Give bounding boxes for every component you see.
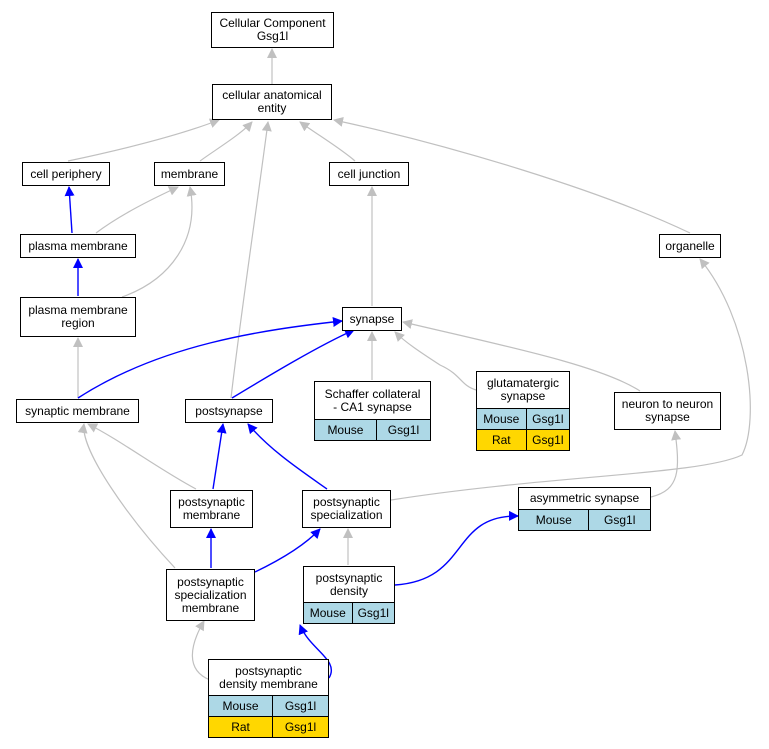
- gene-cell: Gsg1l: [272, 695, 328, 717]
- node-label: Cellular Component Gsg1l: [219, 16, 326, 43]
- node-asymmetric-synapse[interactable]: asymmetric synapse Mouse Gsg1l: [518, 487, 651, 531]
- node-postsynaptic-specialization[interactable]: postsynaptic specialization: [302, 490, 391, 528]
- node-label: plasma membrane region: [28, 303, 128, 330]
- species-row: Rat Gsg1l: [477, 429, 569, 450]
- edge-plasma-membrane-to-membrane: [95, 186, 179, 234]
- node-label: cellular anatomical entity: [222, 88, 322, 115]
- edge-asymmetric-synapse-to-neuron-to-neuron-synapse: [650, 430, 682, 498]
- node-label: postsynaptic membrane: [178, 495, 245, 522]
- node-cell-junction[interactable]: cell junction: [329, 162, 409, 186]
- node-postsynaptic-specialization-membrane[interactable]: postsynaptic specialization membrane: [166, 569, 255, 621]
- gene-cell: Gsg1l: [525, 408, 569, 430]
- gene-cell: Gsg1l: [351, 602, 394, 623]
- species-table: Mouse Gsg1l: [304, 602, 394, 623]
- node-plasma-membrane[interactable]: plasma membrane: [20, 234, 136, 258]
- node-postsynaptic-membrane[interactable]: postsynaptic membrane: [170, 490, 253, 528]
- edge-plasma-membrane-to-cell-periphery: [64, 186, 75, 234]
- species-row: Mouse Gsg1l: [304, 602, 394, 623]
- species-cell: Mouse: [477, 408, 527, 430]
- node-label: glutamatergic synapse: [486, 376, 560, 403]
- edge-glutamatergic-synapse-to-synapse: [394, 331, 477, 391]
- node-label: postsynaptic specialization: [310, 495, 383, 522]
- node-membrane[interactable]: membrane: [154, 162, 225, 186]
- node-postsynaptic-density-membrane[interactable]: postsynaptic density membrane Mouse Gsg1…: [208, 659, 329, 738]
- edge-cell-periphery-to-cellular-anatomical-entity: [67, 118, 220, 162]
- edge-postsynapse-to-cellular-anatomical-entity: [230, 121, 272, 399]
- node-synaptic-membrane[interactable]: synaptic membrane: [16, 399, 139, 423]
- edge-postsynapse-to-synapse: [231, 329, 355, 399]
- node-label: postsynaptic density: [315, 570, 383, 598]
- node-label: neuron to neuron synapse: [621, 397, 714, 424]
- species-cell: Rat: [477, 429, 527, 450]
- species-row: Rat Gsg1l: [209, 716, 328, 737]
- edge-synaptic-membrane-to-synapse: [77, 317, 343, 399]
- species-table: Mouse Gsg1l Rat Gsg1l: [477, 408, 569, 450]
- node-glutamatergic-synapse[interactable]: glutamatergic synapse Mouse Gsg1l Rat Gs…: [476, 371, 570, 451]
- node-cellular-anatomical-entity[interactable]: cellular anatomical entity: [212, 84, 332, 120]
- species-row: Mouse Gsg1l: [477, 408, 569, 430]
- node-label: membrane: [160, 166, 219, 181]
- node-label: cell periphery: [30, 166, 102, 181]
- species-cell: Mouse: [519, 509, 590, 530]
- edge-neuron-to-neuron-synapse-to-synapse: [402, 319, 641, 392]
- edge-postsynaptic-specialization-to-organelle: [390, 258, 751, 501]
- species-table: Mouse Gsg1l: [315, 419, 430, 440]
- species-cell: Rat: [209, 716, 274, 737]
- node-organelle[interactable]: organelle: [659, 234, 721, 258]
- species-table: Mouse Gsg1l Rat Gsg1l: [209, 695, 328, 737]
- node-cellular-component-gsg1l[interactable]: Cellular Component Gsg1l: [211, 12, 334, 48]
- edge-postsynaptic-specialization-to-postsynapse: [247, 423, 328, 490]
- species-row: Mouse Gsg1l: [519, 509, 650, 530]
- edge-postsynaptic-membrane-to-postsynapse: [212, 423, 227, 490]
- node-label: postsynaptic specialization membrane: [174, 574, 247, 615]
- edge-postsynaptic-membrane-to-synaptic-membrane: [87, 423, 197, 490]
- node-label: synapse: [349, 311, 395, 326]
- edge-organelle-to-cellular-anatomical-entity: [333, 117, 691, 234]
- gene-cell: Gsg1l: [272, 716, 328, 737]
- node-cell-periphery[interactable]: cell periphery: [22, 162, 110, 186]
- node-label: postsynapse: [195, 403, 263, 418]
- node-label: asymmetric synapse: [529, 491, 640, 505]
- edge-membrane-to-cellular-anatomical-entity: [199, 121, 253, 162]
- edge-postsynaptic-specialization-membrane-to-synaptic-membrane: [77, 423, 176, 569]
- edge-postsynaptic-density-membrane-to-postsynaptic-density: [298, 624, 332, 679]
- species-cell: Mouse: [315, 419, 377, 440]
- edge-cell-junction-to-cellular-anatomical-entity: [299, 121, 356, 162]
- edge-postsynaptic-specialization-membrane-to-postsynaptic-specialization: [254, 528, 321, 573]
- species-row: Mouse Gsg1l: [315, 419, 430, 440]
- gene-cell: Gsg1l: [588, 509, 650, 530]
- node-neuron-to-neuron-synapse[interactable]: neuron to neuron synapse: [614, 392, 721, 430]
- node-label: synaptic membrane: [25, 403, 130, 418]
- gene-cell: Gsg1l: [525, 429, 569, 450]
- node-label: Schaffer collateral - CA1 synapse: [324, 386, 421, 414]
- species-row: Mouse Gsg1l: [209, 695, 328, 717]
- species-cell: Mouse: [304, 602, 353, 623]
- edge-postsynaptic-density-to-asymmetric-synapse: [394, 510, 519, 586]
- species-table: Mouse Gsg1l: [519, 509, 650, 530]
- edge-plasma-membrane-region-to-membrane: [121, 186, 197, 298]
- node-schaffer-collateral-ca1-synapse[interactable]: Schaffer collateral - CA1 synapse Mouse …: [314, 381, 431, 441]
- gene-cell: Gsg1l: [375, 419, 430, 440]
- node-synapse[interactable]: synapse: [342, 307, 402, 331]
- edge-postsynaptic-density-membrane-to-postsynaptic-specialization-membrane: [191, 620, 211, 681]
- node-label: organelle: [665, 238, 715, 253]
- node-plasma-membrane-region[interactable]: plasma membrane region: [20, 297, 136, 337]
- node-label: plasma membrane: [28, 238, 128, 253]
- node-postsynaptic-density[interactable]: postsynaptic density Mouse Gsg1l: [303, 566, 395, 624]
- node-label: cell junction: [337, 166, 401, 181]
- species-cell: Mouse: [209, 695, 274, 717]
- node-postsynapse[interactable]: postsynapse: [185, 399, 273, 423]
- node-label: postsynaptic density membrane: [219, 663, 318, 691]
